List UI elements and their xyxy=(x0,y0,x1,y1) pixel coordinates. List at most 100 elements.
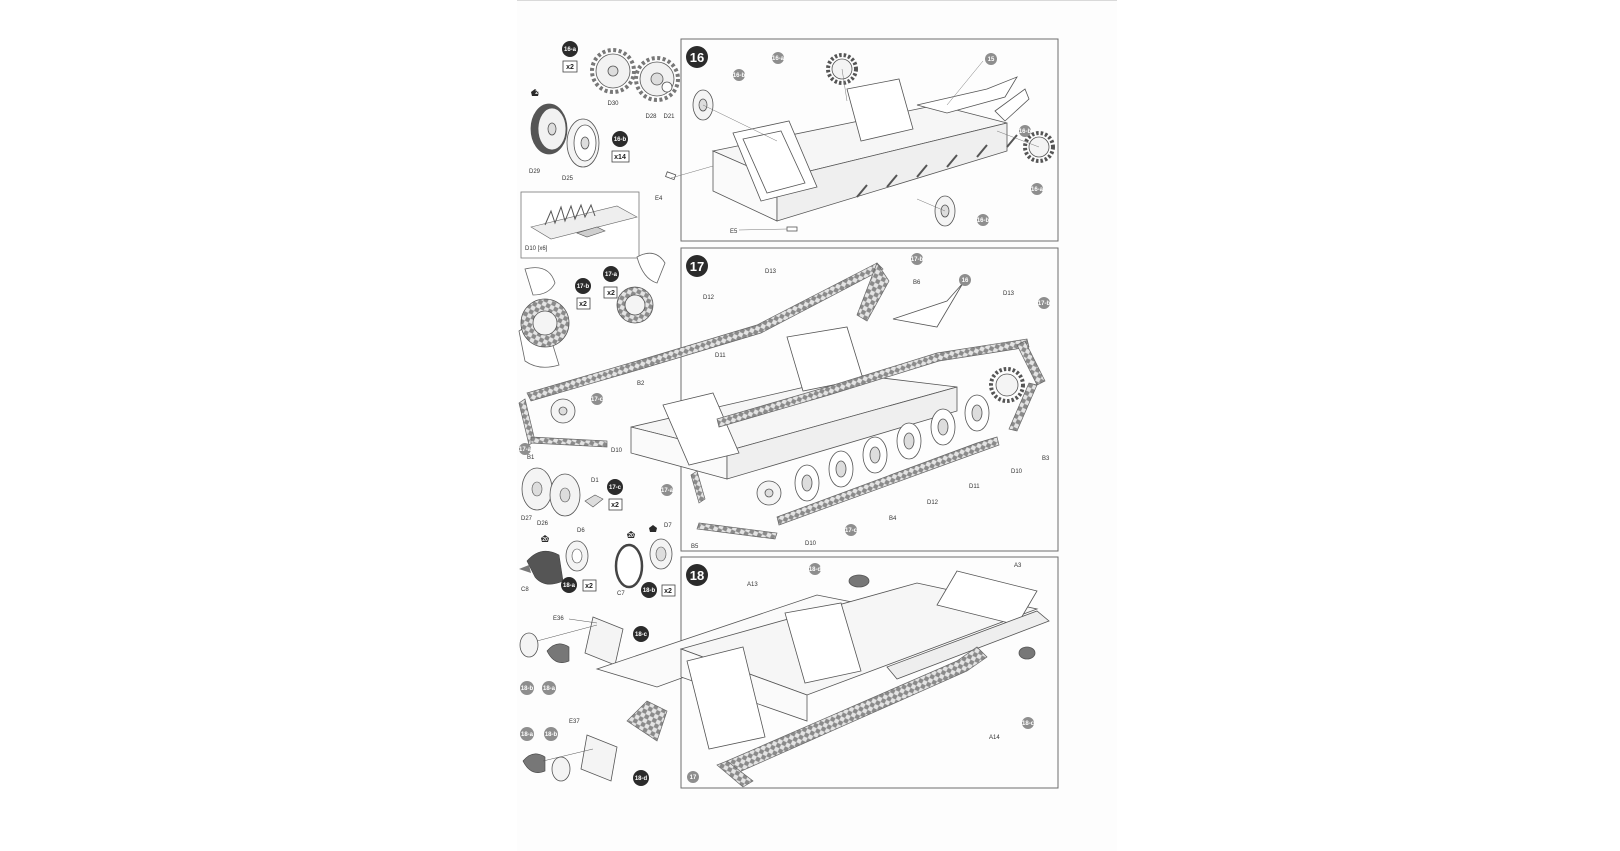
subassembly-16-a: 16-a x2 D30 D28 D21 xyxy=(562,41,680,120)
step-16-leader-lines xyxy=(670,60,1040,231)
svg-text:D7: D7 xyxy=(664,523,672,529)
svg-text:15: 15 xyxy=(988,57,995,63)
svg-text:18-d: 18-d xyxy=(635,776,648,782)
callout-17-c xyxy=(607,479,623,495)
svg-text:20: 20 xyxy=(535,90,541,96)
svg-text:B3: B3 xyxy=(1042,456,1050,462)
svg-text:18-b: 18-b xyxy=(521,686,534,692)
callout-ref xyxy=(542,681,556,695)
svg-text:D21: D21 xyxy=(663,114,675,120)
callout-16-b xyxy=(612,131,628,147)
svg-text:17-c: 17-c xyxy=(609,485,622,491)
svg-text:18-a: 18-a xyxy=(563,583,576,589)
svg-text:x2: x2 xyxy=(585,583,593,590)
road-wheel-d25-drawing xyxy=(566,118,600,168)
hub-drawing xyxy=(522,753,546,773)
svg-text:D10: D10 xyxy=(1011,469,1023,475)
qty-box xyxy=(562,60,578,73)
svg-text:D13: D13 xyxy=(765,269,777,275)
svg-text:x2: x2 xyxy=(566,64,574,71)
step-18-chassis-drawing xyxy=(595,570,1050,750)
step-16-chassis-drawing xyxy=(711,76,1030,222)
callout-18-d xyxy=(633,770,649,786)
step-18-labels: 18-d A3 A13 18-c A14 17 xyxy=(687,563,1035,783)
callout-17-a xyxy=(603,266,619,282)
road-wheel-d29-drawing xyxy=(530,103,568,155)
svg-text:D26: D26 xyxy=(537,521,549,527)
svg-text:16-b: 16-b xyxy=(614,137,627,143)
step-16-callouts: 16-b 16-a 15 16-b 16-a 16-b E4 E5 xyxy=(655,52,1044,235)
subassembly-18-c: E36 18-c 18-b 18-a xyxy=(519,616,649,695)
ring-c7-drawing xyxy=(614,543,644,589)
svg-text:16: 16 xyxy=(962,278,969,284)
svg-text:17-b: 17-b xyxy=(1038,301,1051,307)
hub-drawing xyxy=(546,643,570,663)
svg-text:D30: D30 xyxy=(607,101,619,107)
svg-text:D10: D10 xyxy=(611,448,623,454)
svg-text:B1: B1 xyxy=(527,455,535,461)
svg-text:16-b: 16-b xyxy=(977,218,990,224)
svg-text:17-b: 17-b xyxy=(911,257,924,263)
hand-drawing xyxy=(636,252,666,284)
svg-text:x2: x2 xyxy=(664,588,672,595)
step-18-parts xyxy=(848,574,1036,660)
svg-text:D10: D10 xyxy=(805,541,817,547)
callout-ref xyxy=(520,727,534,741)
svg-text:A13: A13 xyxy=(747,582,758,588)
svg-text:18-a: 18-a xyxy=(543,686,556,692)
sprocket-d30-drawing xyxy=(590,48,636,94)
svg-text:D28: D28 xyxy=(645,114,657,120)
svg-text:16-a: 16-a xyxy=(564,47,577,53)
svg-text:D25: D25 xyxy=(562,176,574,182)
svg-text:17-c: 17-c xyxy=(845,528,858,534)
star-note-icon xyxy=(627,531,635,538)
callout-18-c xyxy=(633,626,649,642)
svg-text:18: 18 xyxy=(690,568,704,583)
svg-text:x2: x2 xyxy=(611,502,619,509)
cap-d21-drawing xyxy=(661,81,673,93)
step-18-badge: 18 xyxy=(686,564,708,586)
qty-box xyxy=(661,584,676,597)
svg-text:17-a: 17-a xyxy=(605,272,618,278)
bracket-e37-drawing xyxy=(580,734,618,782)
svg-text:18-d: 18-d xyxy=(809,567,822,573)
svg-text:E4: E4 xyxy=(655,196,663,202)
svg-text:17-a: 17-a xyxy=(661,488,674,494)
part-d1-drawing xyxy=(584,494,604,508)
star-note-icon xyxy=(649,525,657,532)
svg-text:x14: x14 xyxy=(614,154,626,161)
svg-text:D12: D12 xyxy=(703,295,715,301)
hub-drawing xyxy=(551,756,571,782)
svg-text:E36: E36 xyxy=(553,616,564,622)
star-note-icon xyxy=(541,535,549,542)
track-fitting-illustration: 17-b x2 17-a x2 xyxy=(518,252,666,368)
step-16-wheel-drawings xyxy=(665,53,1055,232)
step-16-badge: 16 xyxy=(686,46,708,68)
svg-text:18-c: 18-c xyxy=(635,632,648,638)
svg-text:20: 20 xyxy=(628,533,634,539)
step-17-labels: D13 D12 D11 B6 16 D13 17-b B2 17-b 17-a … xyxy=(519,253,1051,550)
qty-box xyxy=(608,498,623,511)
svg-text:16-a: 16-a xyxy=(772,56,785,62)
instruction-page: 16 17 18 16-a x2 D30 D28 D21 20 xyxy=(517,0,1117,851)
step-17-badge: 17 xyxy=(686,255,708,277)
qty-box xyxy=(576,297,591,310)
svg-text:D12: D12 xyxy=(927,500,939,506)
step-17-road-wheels xyxy=(550,367,1025,506)
callout-ref xyxy=(520,681,534,695)
callout-16-a xyxy=(562,41,578,57)
callout-18-a xyxy=(561,577,577,593)
svg-text:A14: A14 xyxy=(989,735,1000,741)
svg-text:x2: x2 xyxy=(579,301,587,308)
svg-text:D27: D27 xyxy=(521,516,533,522)
svg-text:17: 17 xyxy=(690,259,704,274)
hub-drawing xyxy=(519,632,539,658)
svg-text:18-b: 18-b xyxy=(545,732,558,738)
step-17-track-runs xyxy=(518,262,1046,540)
svg-text:17-a: 17-a xyxy=(519,447,532,453)
hand-drawing xyxy=(524,267,556,296)
svg-text:20: 20 xyxy=(542,537,548,543)
subassembly-17-c: D27 D26 D1 17-c x2 xyxy=(521,467,623,527)
svg-text:18-b: 18-b xyxy=(643,588,656,594)
svg-text:16-b: 16-b xyxy=(733,73,746,79)
